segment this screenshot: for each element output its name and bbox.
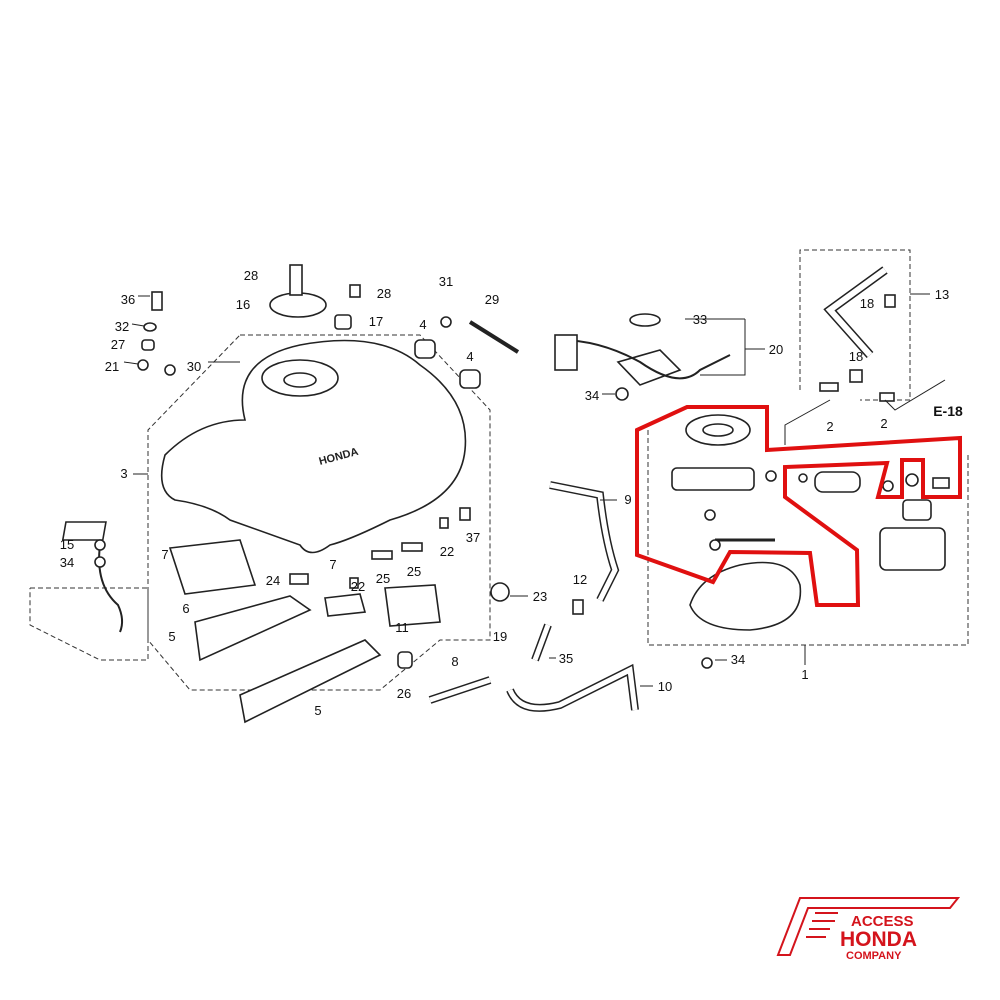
pump-group-box bbox=[647, 430, 969, 646]
callout: 6 bbox=[182, 601, 189, 616]
callout: 17 bbox=[369, 314, 383, 329]
access-honda-logo: ACCESS HONDA COMPANY bbox=[776, 897, 961, 962]
callout: 7 bbox=[161, 547, 168, 562]
callout: 34 bbox=[731, 652, 745, 667]
callout: 32 bbox=[115, 319, 129, 334]
pad-6 bbox=[168, 539, 257, 595]
callout: 37 bbox=[466, 530, 480, 545]
callout: 27 bbox=[111, 337, 125, 352]
callout: 2 bbox=[826, 419, 833, 434]
callout: 4 bbox=[466, 349, 473, 364]
callout: 26 bbox=[397, 686, 411, 701]
callout: 9 bbox=[624, 492, 631, 507]
callout: 11 bbox=[395, 620, 409, 635]
logo-wing-icon bbox=[776, 897, 961, 956]
callout: 34 bbox=[585, 388, 599, 403]
svg-text:ACCESS: ACCESS bbox=[851, 913, 914, 930]
callout: 30 bbox=[187, 359, 201, 374]
callout: 23 bbox=[533, 589, 547, 604]
callout: 1 bbox=[801, 667, 808, 682]
callout: 22 bbox=[440, 544, 454, 559]
callout: 5 bbox=[168, 629, 175, 644]
key bbox=[289, 264, 303, 296]
callout: 24 bbox=[266, 573, 280, 588]
callout: 20 bbox=[769, 342, 783, 357]
callout: 22 bbox=[351, 579, 365, 594]
callout: 18 bbox=[849, 349, 863, 364]
highlight-outline bbox=[635, 405, 962, 607]
fuel-tank bbox=[160, 339, 467, 554]
callout: 21 bbox=[105, 359, 119, 374]
callout-reference: E-18 bbox=[933, 403, 963, 419]
callout: 25 bbox=[376, 571, 390, 586]
callout: 13 bbox=[935, 287, 949, 302]
callout: 7 bbox=[329, 557, 336, 572]
callout: 15 bbox=[60, 537, 74, 552]
pad-5a bbox=[194, 595, 312, 662]
svg-text:COMPANY: COMPANY bbox=[846, 950, 902, 962]
fuel-cap bbox=[269, 292, 327, 318]
callout: 3 bbox=[120, 466, 127, 481]
callout: 18 bbox=[860, 296, 874, 311]
pump-base bbox=[689, 561, 802, 631]
callout: 29 bbox=[485, 292, 499, 307]
pad-11 bbox=[384, 584, 441, 627]
callout: 36 bbox=[121, 292, 135, 307]
callout: 28 bbox=[377, 286, 391, 301]
callout: 34 bbox=[60, 555, 74, 570]
callout: 5 bbox=[314, 703, 321, 718]
callout: 33 bbox=[693, 312, 707, 327]
pad-5b bbox=[239, 639, 382, 724]
fuel-pump bbox=[814, 471, 861, 493]
callout: 8 bbox=[451, 654, 458, 669]
callout: 12 bbox=[573, 572, 587, 587]
callout: 35 bbox=[559, 651, 573, 666]
callout: 4 bbox=[419, 317, 426, 332]
callout: 2 bbox=[880, 416, 887, 431]
pump-cover bbox=[879, 527, 946, 571]
svg-text:HONDA: HONDA bbox=[840, 928, 917, 951]
pad-7 bbox=[61, 521, 107, 541]
callout: 28 bbox=[244, 268, 258, 283]
callout: 10 bbox=[658, 679, 672, 694]
callout: 31 bbox=[439, 274, 453, 289]
leader-lines bbox=[123, 293, 930, 687]
callout: 25 bbox=[407, 564, 421, 579]
callout: 19 bbox=[493, 629, 507, 644]
callout: 16 bbox=[236, 297, 250, 312]
callout-labels: 36 32 27 21 30 28 28 16 17 31 29 4 4 33 … bbox=[60, 268, 963, 718]
